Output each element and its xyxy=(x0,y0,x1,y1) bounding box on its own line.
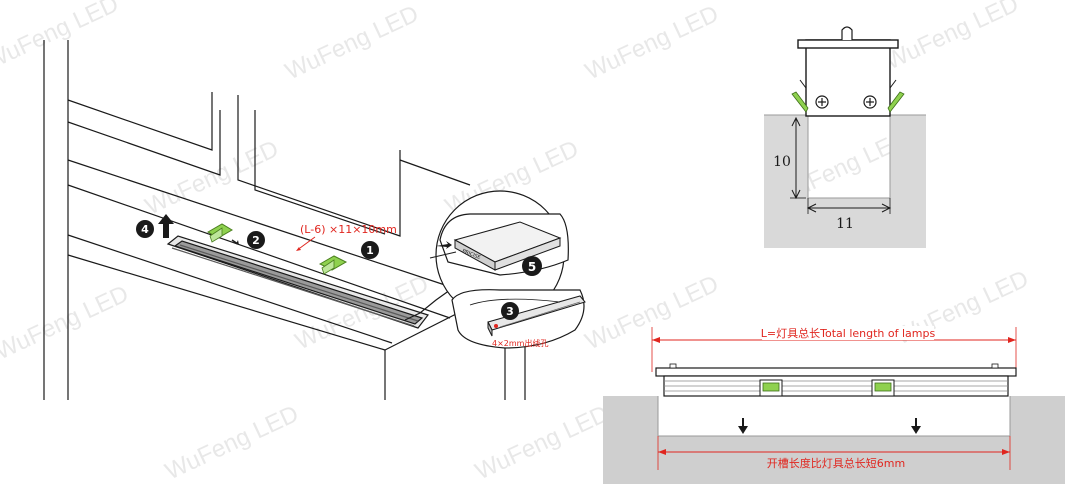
screw-icon xyxy=(815,95,829,109)
step-number: 2 xyxy=(252,234,260,247)
depth-dimension-label: 10 xyxy=(773,154,791,170)
watermark: WuFeng LED xyxy=(471,400,613,485)
step-marker-2: 2 xyxy=(247,231,265,249)
arrow-right-icon xyxy=(436,241,452,249)
step-number: 5 xyxy=(528,260,536,274)
spring-clip-icon xyxy=(791,91,809,113)
spring-clip-icon xyxy=(871,379,895,397)
dimension-leader-line xyxy=(299,236,316,249)
screw-icon xyxy=(863,95,877,109)
step-marker-5: 5 xyxy=(522,256,542,276)
step-marker-3: 3 xyxy=(501,302,519,320)
spring-clip-icon xyxy=(887,91,905,113)
watermark: WuFeng LED xyxy=(161,400,303,485)
cable-hole-label: 4×2mm出线孔 xyxy=(492,338,548,348)
step-number: 4 xyxy=(141,223,149,236)
step-number: 3 xyxy=(506,305,514,318)
lamp-length-label: L=灯具总长Total length of lamps xyxy=(761,326,936,340)
length-figure: L=灯具总长Total length of lamps 开槽长度比灯具总长短6m… xyxy=(603,326,1065,484)
watermark: WuFeng LED xyxy=(281,0,423,85)
watermark: WuFeng LED xyxy=(0,280,133,365)
watermark: WuFeng LED xyxy=(881,0,1023,75)
groove-dimension-label: (L-6) ×11×10mm xyxy=(300,223,397,236)
arrow-left-icon xyxy=(658,449,666,455)
spring-clip-icon xyxy=(759,379,783,397)
step-number: 1 xyxy=(366,244,374,257)
width-dimension-label: 11 xyxy=(836,216,854,232)
cable-hole-detail-view xyxy=(451,289,586,349)
mounting-clip-icon xyxy=(207,223,239,245)
up-arrow-icon xyxy=(158,214,174,238)
down-arrow-icon xyxy=(738,418,748,434)
arrow-left-icon xyxy=(652,337,660,343)
watermark: WuFeng LED xyxy=(581,0,723,85)
watermark: WuFeng LED xyxy=(0,0,123,75)
cross-section-figure: 10 11 xyxy=(764,26,926,248)
leader-arrow-icon xyxy=(296,247,301,251)
mounting-clip-icon xyxy=(318,255,348,275)
step-marker-1: 1 xyxy=(361,241,379,259)
installation-scene xyxy=(43,40,526,400)
step-marker-4: 4 xyxy=(136,214,174,238)
arrow-right-icon xyxy=(1008,337,1016,343)
arrow-right-icon xyxy=(1002,449,1010,455)
lamp-housing xyxy=(166,235,451,329)
down-arrow-icon xyxy=(911,418,921,434)
groove-length-label: 开槽长度比灯具总长短6mm xyxy=(767,456,905,470)
